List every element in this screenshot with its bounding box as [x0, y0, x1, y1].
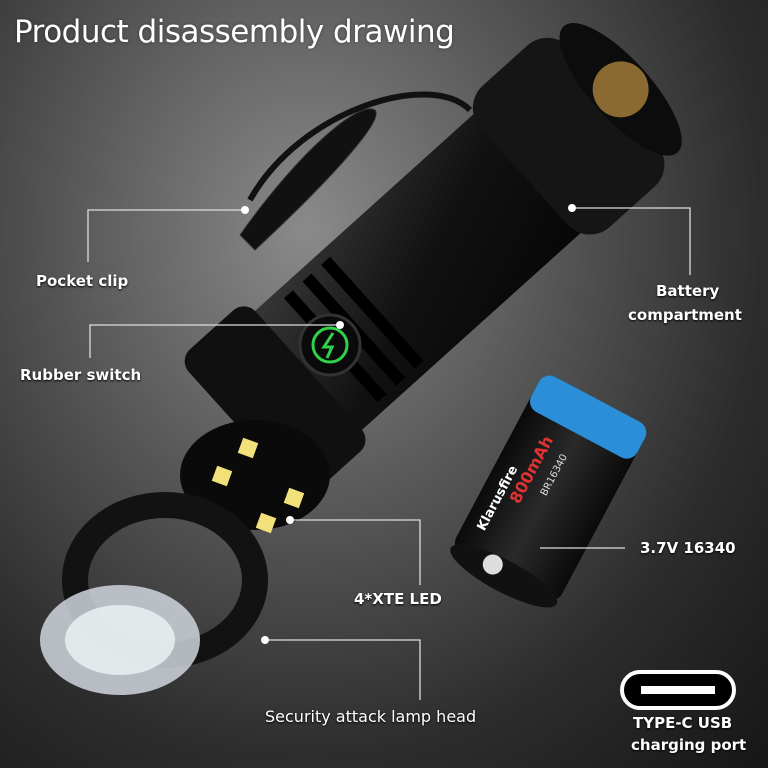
label-led: 4*XTE LED — [354, 590, 442, 608]
label-lamp-head: Security attack lamp head — [265, 707, 477, 726]
label-usb-line1: TYPE-C USB — [633, 714, 733, 732]
label-battery-compartment-line2: compartment — [628, 306, 742, 324]
led-array — [211, 437, 305, 534]
label-rubber-switch: Rubber switch — [20, 366, 142, 384]
page-title: Product disassembly drawing — [14, 14, 455, 50]
lightning-bolt-icon — [321, 332, 335, 359]
label-usb-line2: charging port — [631, 736, 747, 754]
lanyard — [247, 91, 473, 202]
power-ring-icon — [311, 326, 349, 364]
leader-lines — [87, 207, 691, 700]
rubber-switch — [298, 313, 362, 377]
label-pocket-clip: Pocket clip — [36, 272, 129, 290]
leader-dots — [241, 204, 576, 644]
pocket-clip — [239, 108, 377, 251]
crystal-highlight — [65, 605, 175, 675]
label-battery-compartment-line1: Battery — [656, 282, 720, 300]
usb-c-slot — [641, 686, 715, 694]
label-battery: 3.7V 16340 — [640, 539, 736, 557]
battery: Klarusfire 800mAh BR16340 — [450, 375, 647, 608]
